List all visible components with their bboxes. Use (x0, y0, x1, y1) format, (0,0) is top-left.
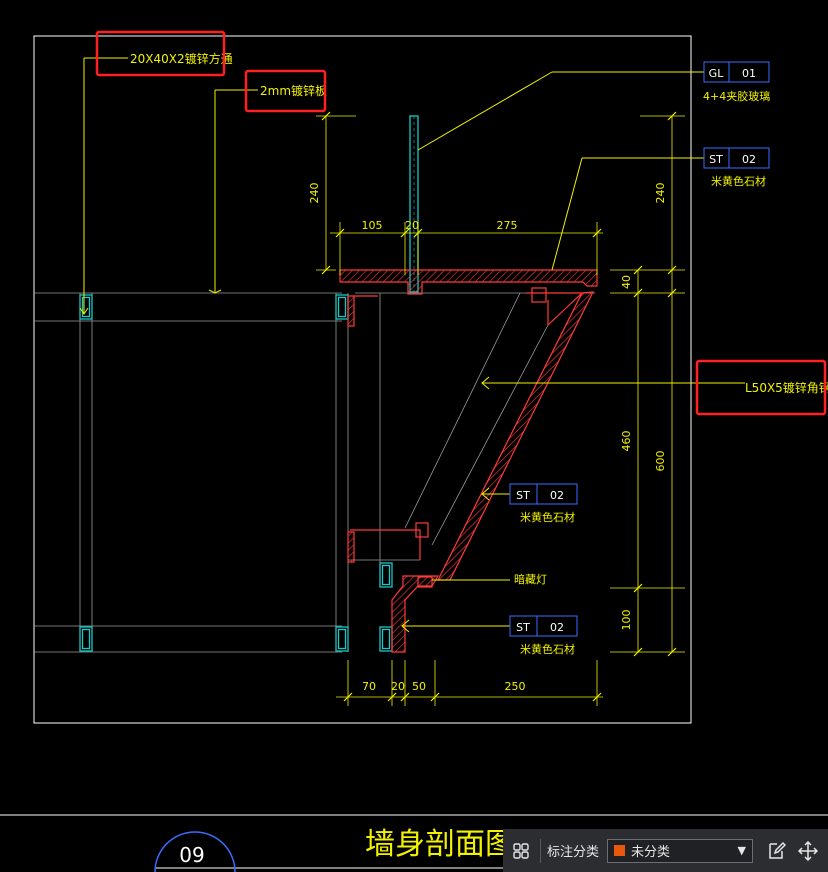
label-stone-desc-3: 米黄色石材 (520, 642, 575, 656)
label-angle: L50X5镀锌角钢 (745, 381, 828, 395)
svg-text:ST: ST (516, 621, 530, 634)
dim-105: 105 (362, 219, 383, 232)
dim-275: 275 (497, 219, 518, 232)
highlight-boxes (95, 30, 827, 416)
tag-stone-1: ST 02 (703, 147, 770, 169)
label-light: 暗藏灯 (514, 572, 547, 586)
sheet-number: 09 (179, 843, 204, 867)
svg-text:GL: GL (709, 67, 725, 80)
sheet-number-circle (154, 831, 236, 872)
dim-50: 50 (412, 680, 426, 693)
dimension-ticks (321, 111, 677, 702)
tag-stone-3: ST 02 (509, 615, 578, 637)
svg-text:02: 02 (550, 489, 564, 502)
drawing-title: 墙身剖面图 (365, 827, 515, 862)
dim-240-left: 240 (308, 183, 321, 204)
dim-600: 600 (654, 451, 667, 472)
tube-framework (34, 292, 595, 653)
edit-icon[interactable] (763, 838, 789, 864)
move-icon[interactable] (795, 838, 821, 864)
dim-240-right: 240 (654, 183, 667, 204)
dim-40: 40 (620, 275, 633, 289)
svg-text:02: 02 (742, 153, 756, 166)
svg-text:01: 01 (742, 67, 756, 80)
stone-cladding (339, 269, 598, 653)
dim-250: 250 (505, 680, 526, 693)
category-color-swatch (614, 845, 626, 856)
category-selected-value: 未分类 (631, 845, 671, 860)
leader-lines (79, 57, 745, 633)
dim-100: 100 (620, 610, 633, 631)
tag-stone-2: ST 02 (509, 483, 578, 505)
category-select[interactable]: 未分类 ▼ (607, 838, 754, 863)
chevron-down-icon: ▼ (737, 844, 747, 857)
svg-text:02: 02 (550, 621, 564, 634)
category-label: 标注分类 (547, 845, 600, 860)
label-stone-desc-2: 米黄色石材 (520, 510, 575, 524)
grid-icon[interactable] (508, 838, 534, 864)
svg-text:ST: ST (709, 153, 723, 166)
glass-panel (409, 115, 419, 293)
dim-20-top: 20 (405, 219, 419, 232)
dimension-lines (316, 115, 685, 706)
dim-20-bottom: 20 (391, 680, 405, 693)
label-glass-desc: 4+4夹胶玻璃 (703, 89, 770, 103)
drawing-frame (33, 35, 692, 724)
tube-sections (79, 294, 393, 652)
label-tube: 20X40X2镀锌方通 (130, 51, 233, 66)
dim-460: 460 (620, 431, 633, 452)
dim-70: 70 (362, 680, 376, 693)
annotation-toolbar: 标注分类 未分类 ▼ (503, 829, 828, 872)
svg-text:ST: ST (516, 489, 530, 502)
label-stone-desc-1: 米黄色石材 (711, 174, 766, 188)
tag-glass: GL 01 (703, 61, 770, 83)
toolbar-divider (540, 838, 541, 863)
label-plate: 2mm镀锌板 (260, 84, 327, 98)
